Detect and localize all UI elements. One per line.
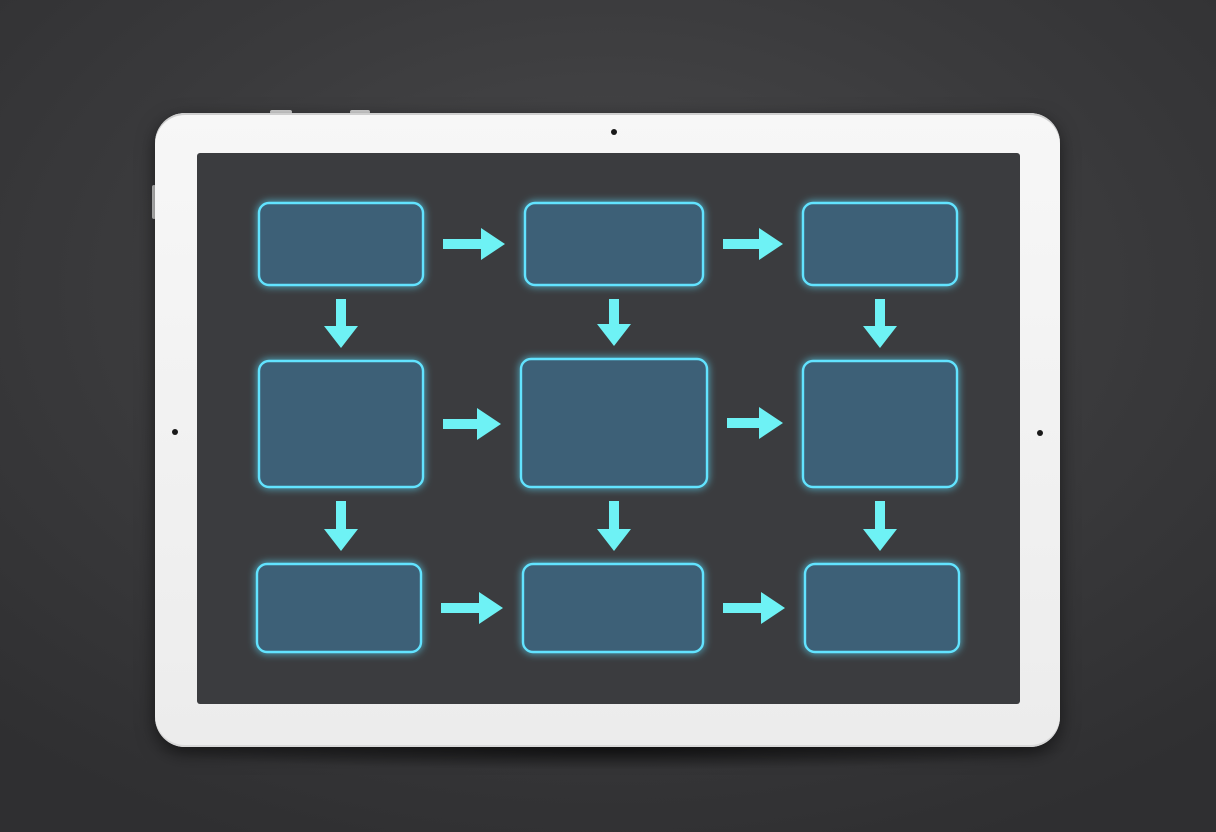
tablet-screen <box>197 153 1020 704</box>
flow-arrow-r2c2-to-r2c3 <box>727 407 783 439</box>
flow-node-r2c2 <box>519 357 709 489</box>
flow-arrow-r1c1-to-r1c2 <box>443 228 505 260</box>
flow-node-r3c1 <box>255 562 423 654</box>
flow-node-r1c3 <box>801 201 959 287</box>
flow-node-r3c3 <box>803 562 961 654</box>
front-camera-icon <box>611 129 617 135</box>
flow-arrow-r1c2-to-r2c2 <box>597 299 631 346</box>
flow-arrow-r3c2-to-r3c3 <box>723 592 785 624</box>
flow-node-r2c3 <box>801 359 959 489</box>
top-button-1 <box>270 110 292 114</box>
side-sensor-left-icon <box>172 429 178 435</box>
flow-arrow-r2c1-to-r3c1 <box>324 501 358 551</box>
flow-arrow-r1c1-to-r2c1 <box>324 299 358 348</box>
flow-arrow-r2c3-to-r3c3 <box>863 501 897 551</box>
flow-node-r3c2 <box>521 562 705 654</box>
flow-arrow-r2c1-to-r2c2 <box>443 408 501 440</box>
flow-node-r1c2 <box>523 201 705 287</box>
top-button-2 <box>350 110 370 114</box>
side-sensor-right-icon <box>1037 430 1043 436</box>
flow-arrow-r2c2-to-r3c2 <box>597 501 631 551</box>
volume-button <box>152 185 156 219</box>
flow-arrow-r1c3-to-r2c3 <box>863 299 897 348</box>
flow-arrow-r1c2-to-r1c3 <box>723 228 783 260</box>
flowchart-diagram <box>255 201 961 654</box>
flow-arrow-r3c1-to-r3c2 <box>441 592 503 624</box>
flow-node-r1c1 <box>257 201 425 287</box>
flow-node-r2c1 <box>257 359 425 489</box>
